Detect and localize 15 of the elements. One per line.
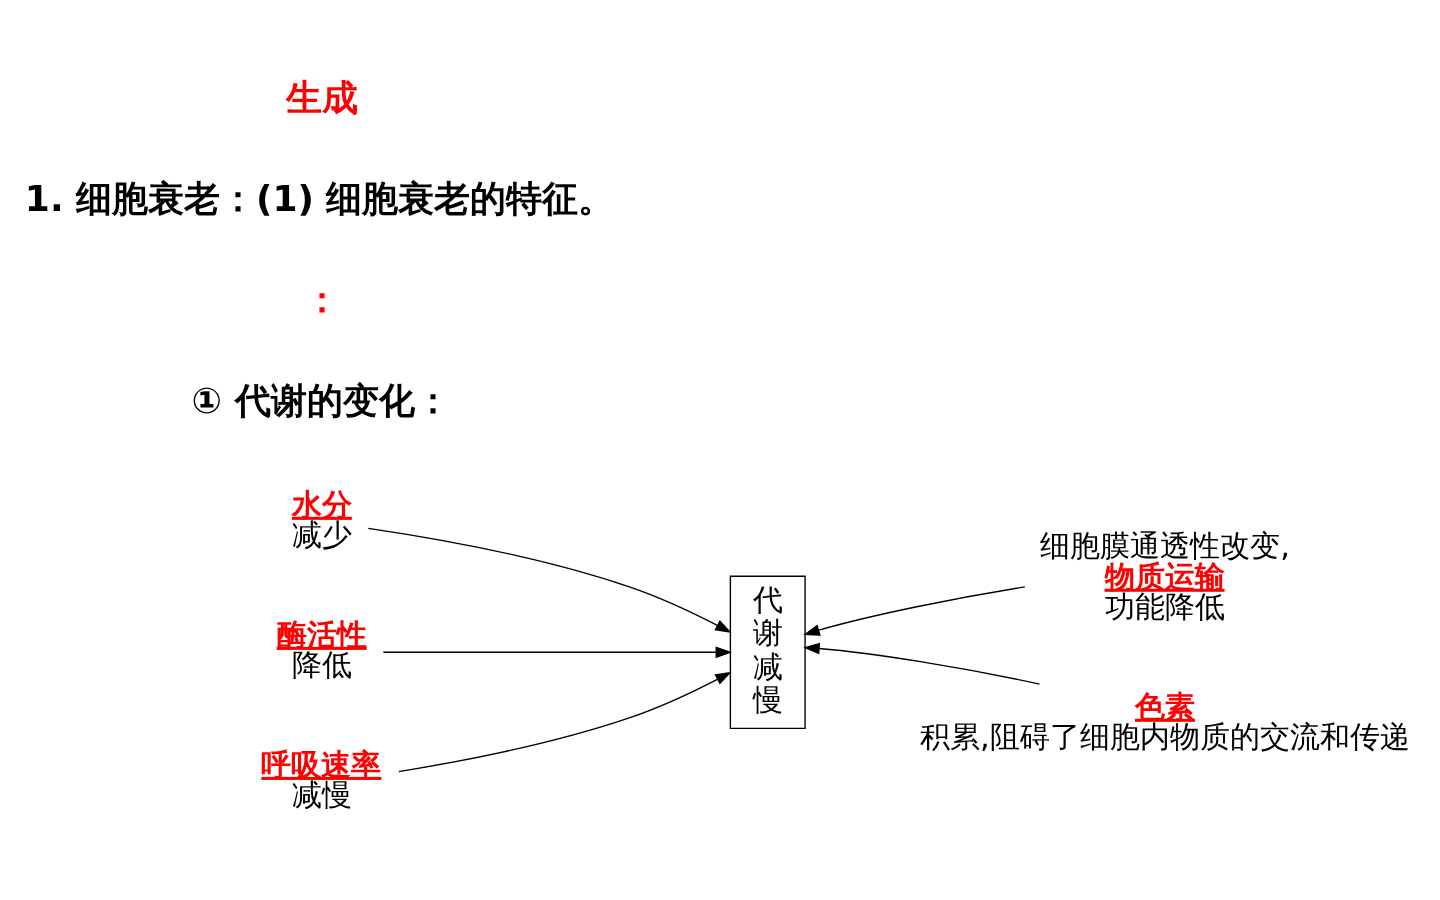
label: ： (303, 279, 340, 321)
node-text: 色素 积累,阻碍了细胞内物质的交流和传递 (919, 688, 1410, 755)
node-text: 酶活性 降低 (276, 616, 367, 683)
node-text: 水分 减少 (291, 486, 352, 553)
arrow (803, 586, 1026, 636)
node-text: 呼吸速率 减慢 (261, 746, 382, 813)
node-box: 代谢减慢 (729, 575, 806, 730)
label: 生成 (285, 77, 358, 119)
node-text: 细胞膜通透性改变, 物质运输 功能降低 (1040, 528, 1290, 625)
label: 1. 细胞衰老：(1) 细胞衰老的特征。 (24, 178, 615, 220)
arrow (803, 642, 1041, 685)
label: ① 代谢的变化： (191, 380, 451, 422)
arrow (398, 671, 732, 773)
arrow (382, 646, 733, 659)
arrow (367, 527, 732, 633)
